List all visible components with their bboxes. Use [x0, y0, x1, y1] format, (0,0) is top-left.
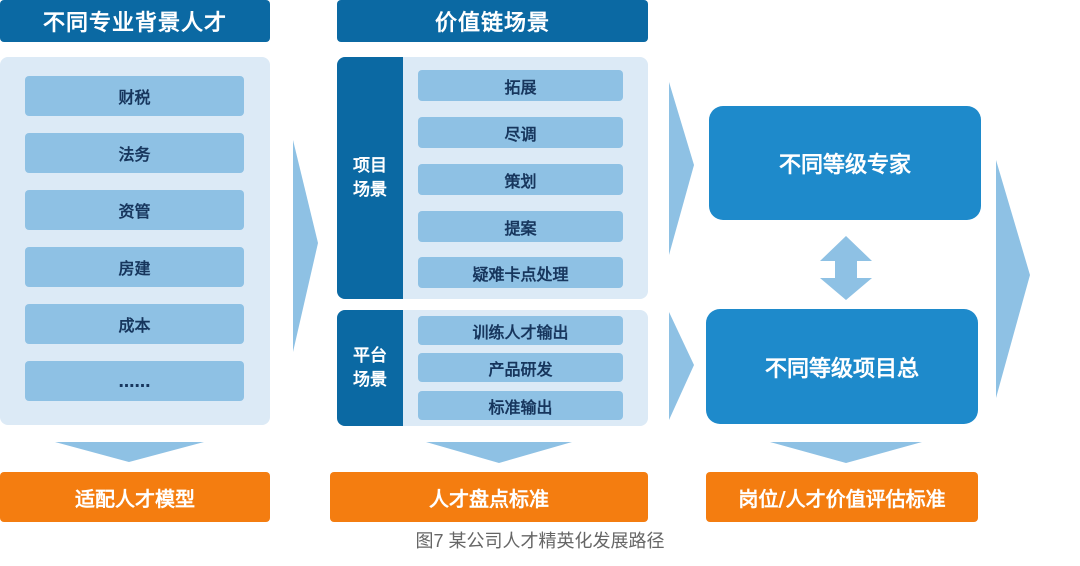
- scenario-item-talent-output: 训练人才输出: [418, 316, 623, 345]
- project-leader-levels-box: 不同等级项目总: [706, 309, 978, 424]
- platform-scenario-label: 平台 场景: [337, 310, 403, 426]
- down-arrow-2: [426, 442, 572, 463]
- right-arrow-3: [669, 312, 694, 420]
- down-arrow-3: [770, 442, 922, 463]
- skill-item-cost: 成本: [25, 304, 244, 344]
- column3-footer: 岗位/人才价值评估标准: [706, 472, 978, 522]
- column2-header: 价值链场景: [337, 0, 648, 42]
- expert-levels-box: 不同等级专家: [709, 106, 981, 220]
- scenario-item-expansion: 拓展: [418, 70, 623, 101]
- scenario-item-problem-solving: 疑难卡点处理: [418, 257, 623, 288]
- skill-item-construction: 房建: [25, 247, 244, 287]
- figure-caption: 图7 某公司人才精英化发展路径: [415, 531, 665, 551]
- scenario-item-proposal: 提案: [418, 211, 623, 242]
- column2-footer: 人才盘点标准: [330, 472, 648, 522]
- skill-item-asset-management: 资管: [25, 190, 244, 230]
- right-arrow-4: [996, 160, 1030, 398]
- scenario-item-standard-output: 标准输出: [418, 391, 623, 420]
- column1-footer: 适配人才模型: [0, 472, 270, 522]
- skill-item-more: ……: [25, 361, 244, 401]
- right-arrow-2: [669, 82, 694, 255]
- project-scenario-label: 项目 场景: [337, 57, 403, 299]
- column1-header: 不同专业背景人才: [0, 0, 270, 42]
- scenario-item-due-diligence: 尽调: [418, 117, 623, 148]
- skill-item-legal: 法务: [25, 133, 244, 173]
- scenario-item-planning: 策划: [418, 164, 623, 195]
- double-arrow-icon: [820, 236, 872, 300]
- down-arrow-1: [55, 442, 204, 462]
- right-arrow-1: [293, 140, 318, 352]
- skill-item-tax: 财税: [25, 76, 244, 116]
- scenario-item-product-rd: 产品研发: [418, 353, 623, 382]
